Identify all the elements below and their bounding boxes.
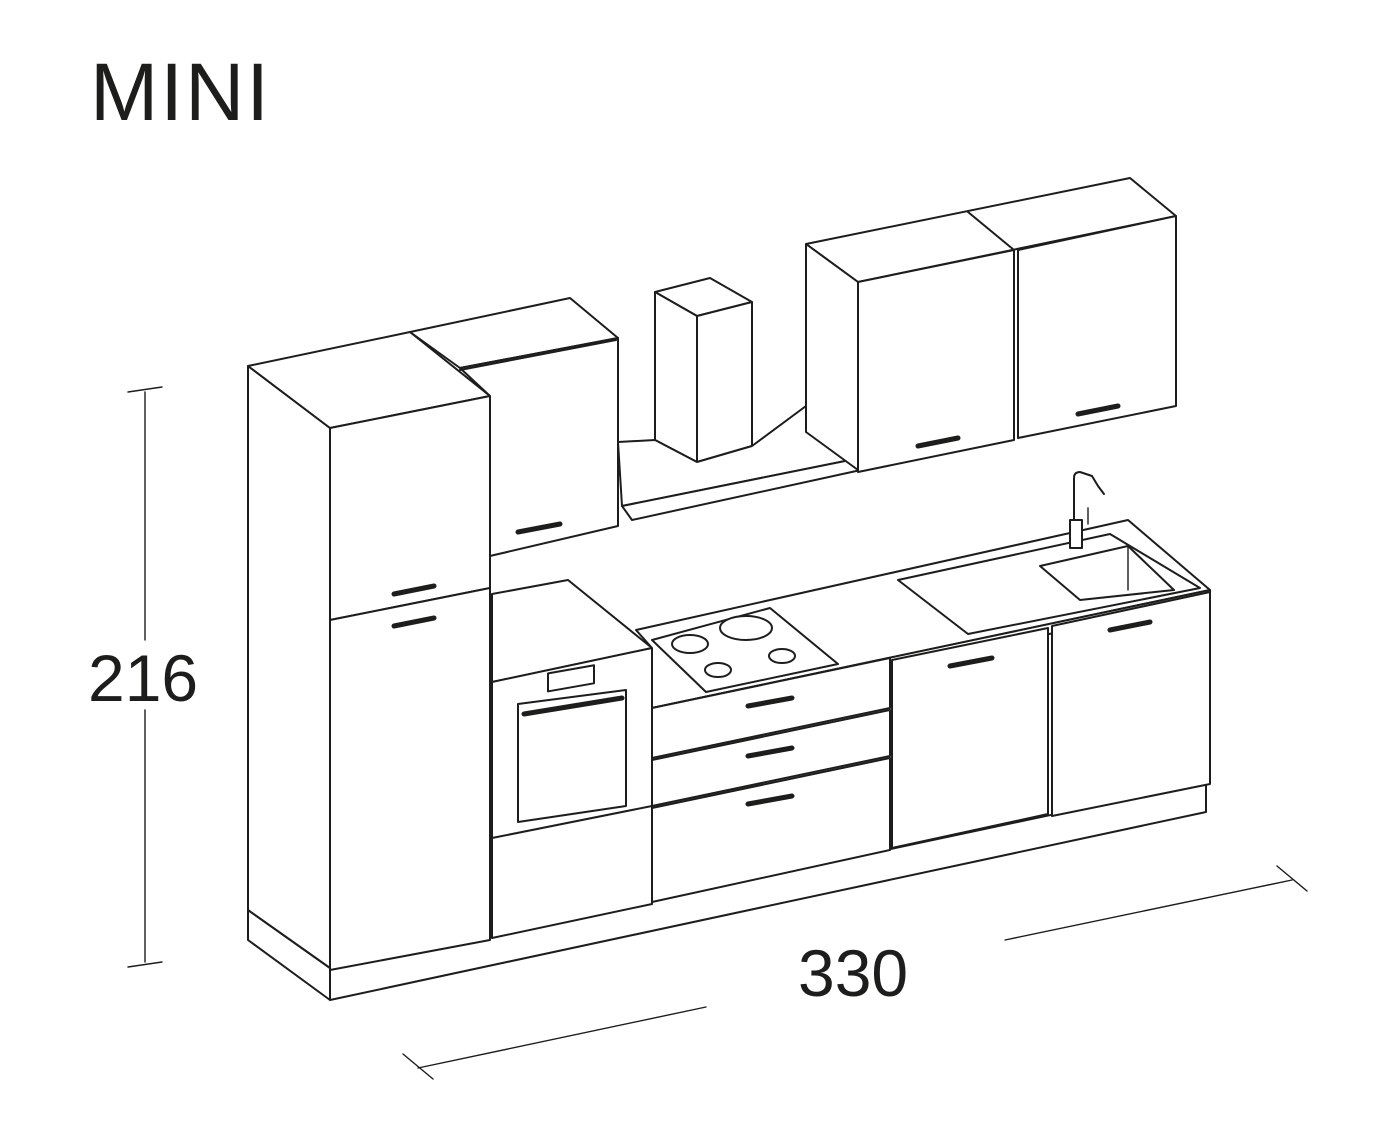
width-dimension-line [402, 865, 1308, 1080]
sink [897, 471, 1201, 635]
drawer-unit [651, 657, 891, 903]
upper-cabinet-left [409, 297, 619, 557]
height-dimension-line [127, 386, 163, 968]
upper-cabinets-right [805, 177, 1177, 473]
induction-hob [651, 607, 839, 693]
tall-column-cabinet [247, 331, 491, 971]
width-dimension-label: 330 [798, 936, 909, 1010]
height-dimension-label: 216 [88, 641, 199, 715]
oven-unit [491, 579, 653, 939]
model-title: MINI [90, 47, 272, 138]
base-cabinet-doors [891, 591, 1211, 849]
